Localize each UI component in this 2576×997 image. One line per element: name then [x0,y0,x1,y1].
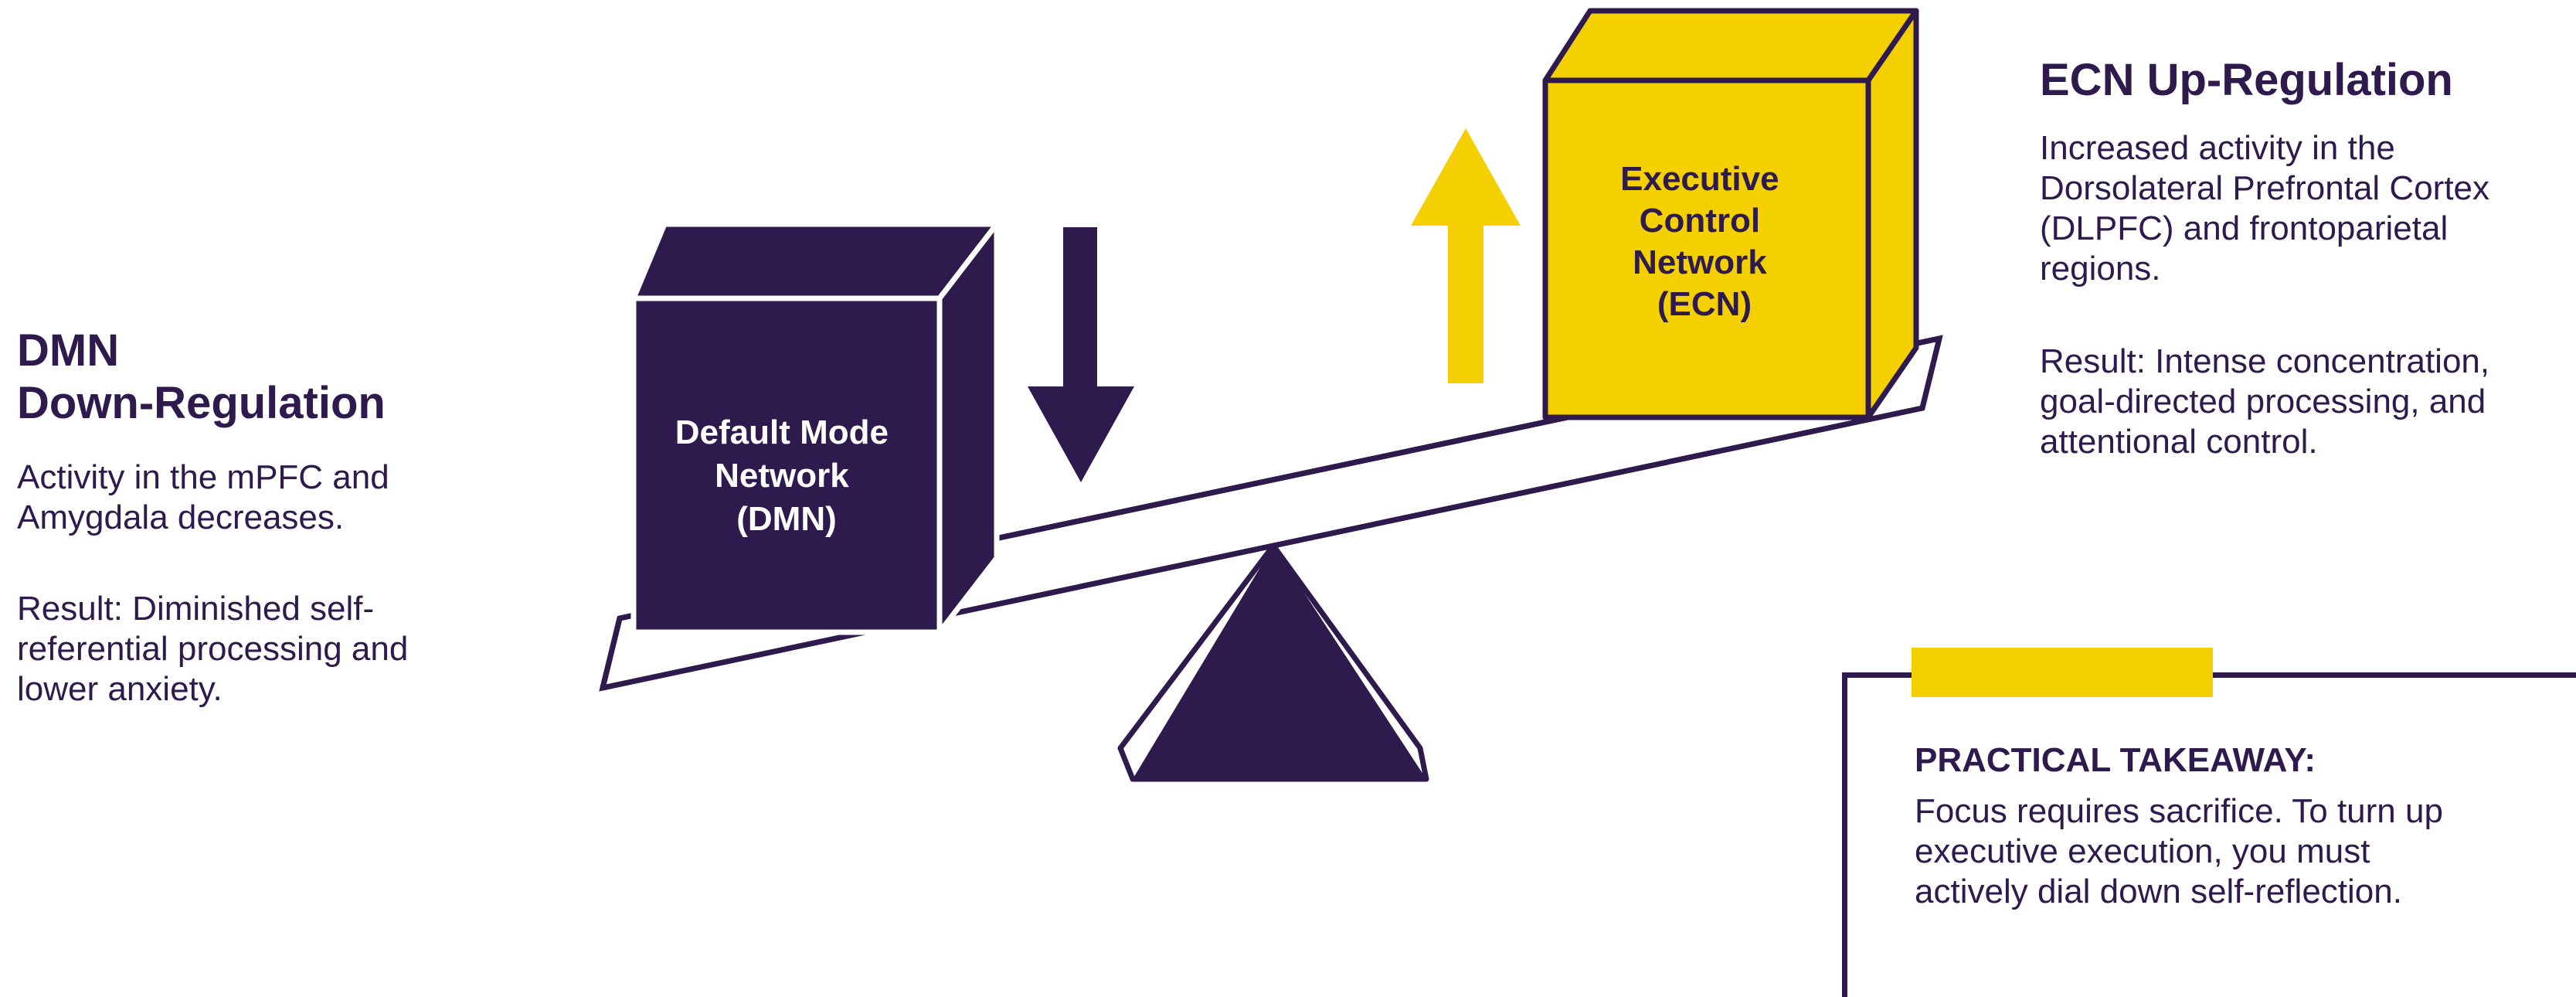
takeaway-accent-bar [1912,648,2213,697]
dmn-cube: Default Mode Network (DMN) [630,221,1000,635]
takeaway-title: PRACTICAL TAKEAWAY: [1915,741,2316,779]
ecn-heading: ECN Up-Regulation [2040,55,2453,105]
ecn-box-label-line-2: Control [1640,202,1760,240]
ecn-box-label-line-3: Network [1633,243,1767,281]
fulcrum [1117,543,1429,782]
dmn-box-label: Default Mode Network (DMN) [675,413,898,538]
dmn-box-label-line-2: Network [715,457,849,495]
dmn-box-label-line-1: Default Mode [675,413,889,451]
dmn-description: Activity in the mPFC and Amygdala decrea… [17,458,389,536]
ecn-box-label: Executive Control Network (ECN) [1620,160,1789,323]
dmn-heading: DMN Down-Regulation [17,325,386,428]
takeaway-card [1842,672,2576,997]
ecn-result: Result: Intense concentration, goal-dire… [2040,342,2490,461]
dmn-result: Result: Diminished self- referential pro… [17,590,409,708]
ecn-description: Increased activity in the Dorsolateral P… [2040,129,2490,288]
arrow-down-icon [1028,227,1134,482]
ecn-box-label-line-1: Executive [1620,160,1779,198]
dmn-box-label-line-3: (DMN) [736,500,837,538]
seesaw-diagram: Default Mode Network (DMN) Executive Con… [599,8,1943,782]
takeaway-body: Focus requires sacrifice. To turn up exe… [1915,792,2443,910]
ecn-box-label-line-4: (ECN) [1657,285,1752,323]
ecn-cube: Executive Control Network (ECN) [1542,8,1919,420]
arrow-up-icon [1411,128,1521,383]
